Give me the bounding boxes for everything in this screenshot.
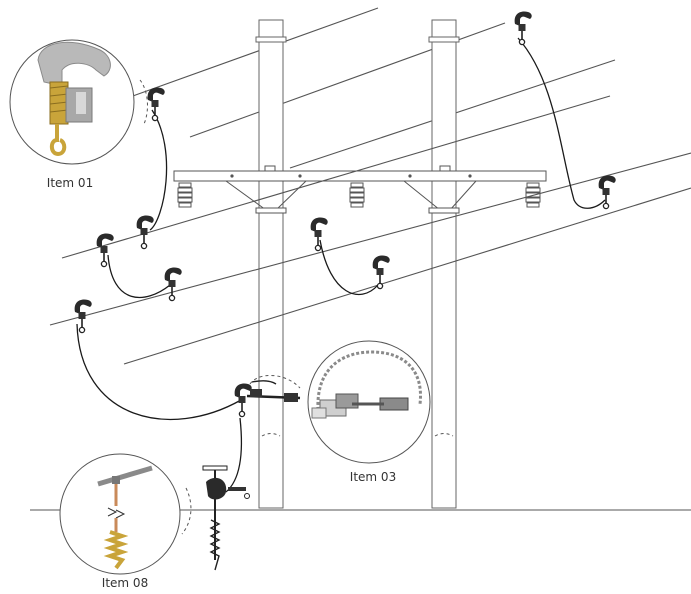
callout-item-01: Item 01 [9,39,148,190]
pole-left [255,19,287,509]
callout-item-08: Item 08 [59,453,192,590]
grounding-cables [76,37,606,493]
callout-item-03: Item 03 [307,340,431,484]
clamp-mid-left-b [95,232,115,268]
item-01-label: Item 01 [47,176,93,190]
item-03-chain-binder-illustration [311,350,422,419]
insulator-left [177,182,193,208]
clamp-mid-center [309,216,329,252]
overhead-wires-upper [129,7,616,169]
cross-arm [173,165,547,214]
overhead-wires-lower [49,95,691,365]
ground-rod-assembly [202,465,250,571]
item-08-ground-rod-illustration [97,465,153,570]
clamp-top-right [513,10,533,46]
item-08-label: Item 08 [102,576,148,590]
pole-right [428,19,460,509]
insulator-middle [349,182,365,208]
item-01-clamp-illustration [37,41,111,157]
item-03-label: Item 03 [350,470,396,484]
clamp-lower-center-left [163,266,183,302]
pole-grounding-clamp [233,375,301,418]
clamp-top-left [146,86,166,122]
clamp-lower-center [371,254,391,290]
